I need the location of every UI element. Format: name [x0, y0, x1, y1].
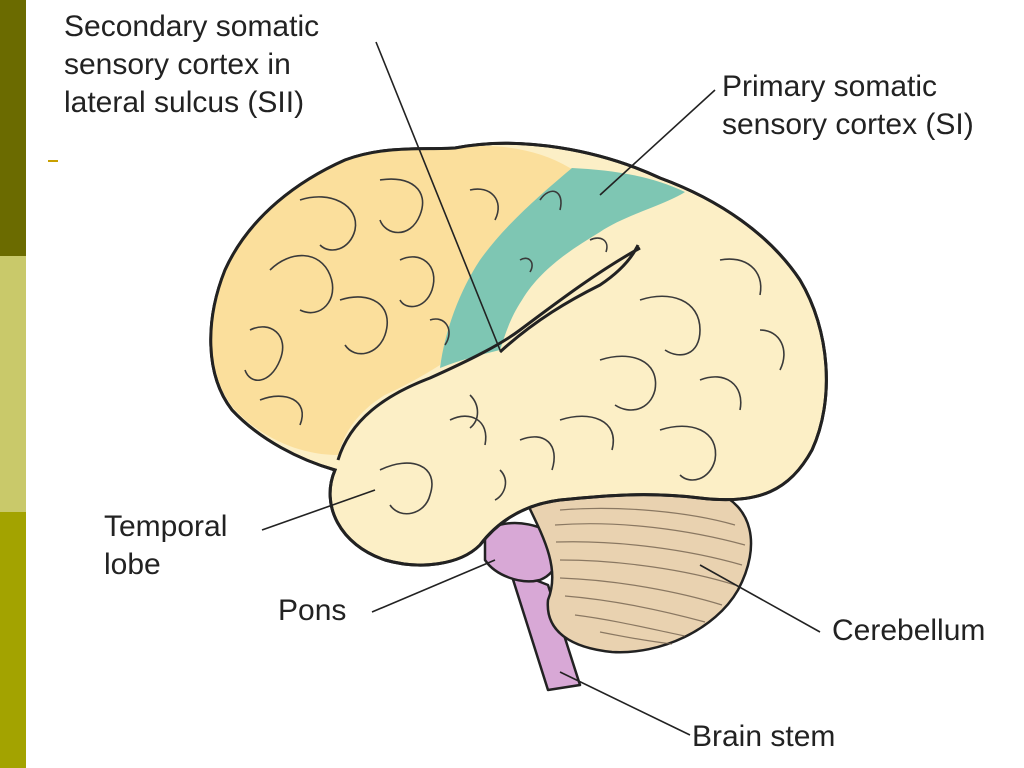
temporal-label-line-2: lobe	[104, 548, 161, 581]
primary-label-line-2: sensory cortex (SI)	[722, 108, 974, 141]
frontal-lobe-region	[211, 146, 605, 455]
brain-stem-leader-line	[559, 671, 691, 736]
secondary-label-line-3: lateral sulcus (SII)	[64, 86, 305, 119]
secondary-label-line-2: sensory cortex in	[64, 48, 291, 81]
temporal-lobe-label: Temporal lobe	[104, 508, 227, 584]
cortex-gyri	[244, 178, 785, 515]
primary-label-line-1: Primary somatic	[722, 70, 938, 103]
pons-label: Pons	[278, 594, 347, 627]
cerebrum-outline	[209, 141, 828, 567]
secondary-leader-line	[375, 41, 501, 351]
slide-side-bar-middle	[0, 256, 26, 512]
secondary-label-line-1: Secondary somatic	[64, 10, 320, 43]
leader-lines	[261, 41, 821, 736]
temporal-leader-line	[261, 489, 376, 531]
brain-stem-label: Brain stem	[692, 720, 836, 753]
temporal-label-line-1: Temporal	[104, 510, 228, 543]
secondary-somatic-label: Secondary somatic sensory cortex in late…	[64, 8, 319, 122]
cerebellum-shape	[526, 485, 753, 654]
pons-leader-line	[371, 559, 496, 613]
lateral-sulcus	[498, 244, 640, 354]
temporal-lobe-shape	[336, 246, 641, 461]
cerebellum-folia	[554, 507, 746, 645]
cerebellum-leader-line	[699, 564, 821, 633]
slide-side-bar-top	[0, 0, 26, 256]
primary-leader-line	[599, 89, 716, 196]
primary-somatosensory-region	[440, 168, 685, 368]
slide-accent-mark	[48, 160, 58, 162]
slide-side-bar-bottom	[0, 512, 26, 768]
primary-somatic-label: Primary somatic sensory cortex (SI)	[722, 68, 974, 144]
cerebellum-label: Cerebellum	[832, 614, 986, 647]
